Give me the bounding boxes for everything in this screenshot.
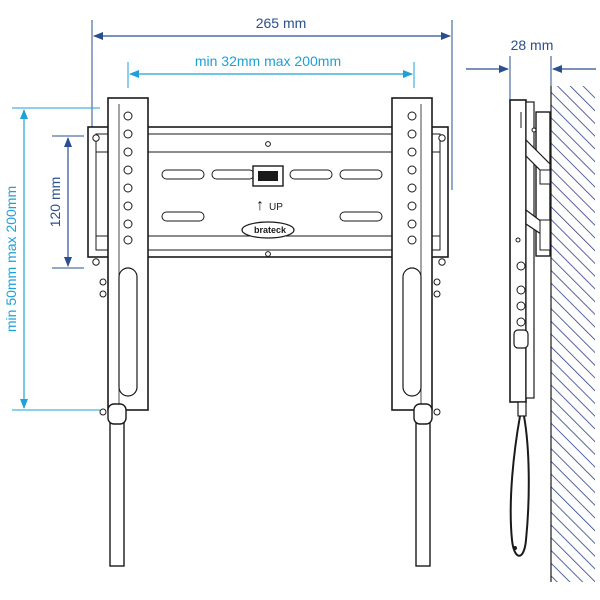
screw-icon [265, 251, 271, 257]
brand-logo-icon: brateck [241, 221, 295, 239]
rail-spacing-dimension: 120 mm [47, 135, 84, 269]
safety-cable-icon [509, 415, 530, 557]
side-view [509, 86, 595, 582]
left-bracket [99, 97, 149, 567]
right-safety-leg [415, 421, 431, 567]
screw-icon [92, 134, 100, 142]
right-bracket-holes [407, 111, 417, 245]
brand-label: brateck [254, 225, 287, 235]
rail-spacing-label: 120 mm [47, 177, 63, 228]
up-label: UP [269, 202, 283, 213]
side-bracket [509, 99, 527, 403]
left-bracket-holes [123, 111, 133, 245]
screw-icon [92, 258, 100, 266]
plate-slots [161, 169, 383, 222]
wall-depth-label: 28 mm [511, 37, 554, 53]
horizontal-vesa-dimension: min 32mm max 200mm [127, 53, 415, 88]
screw-icon [438, 134, 446, 142]
screw-icon [265, 141, 271, 147]
wall-section [551, 86, 595, 582]
right-bracket [391, 97, 441, 567]
up-indicator: ↑ UP [256, 197, 283, 214]
horizontal-vesa-label: min 32mm max 200mm [195, 53, 341, 69]
overall-width-label: 265 mm [256, 15, 307, 31]
vertical-vesa-dimension: min 50mm max 200mm [3, 107, 100, 411]
vertical-vesa-label: min 50mm max 200mm [3, 186, 19, 332]
left-safety-leg [109, 421, 125, 567]
up-arrow-icon: ↑ [256, 197, 264, 214]
screw-icon [438, 258, 446, 266]
